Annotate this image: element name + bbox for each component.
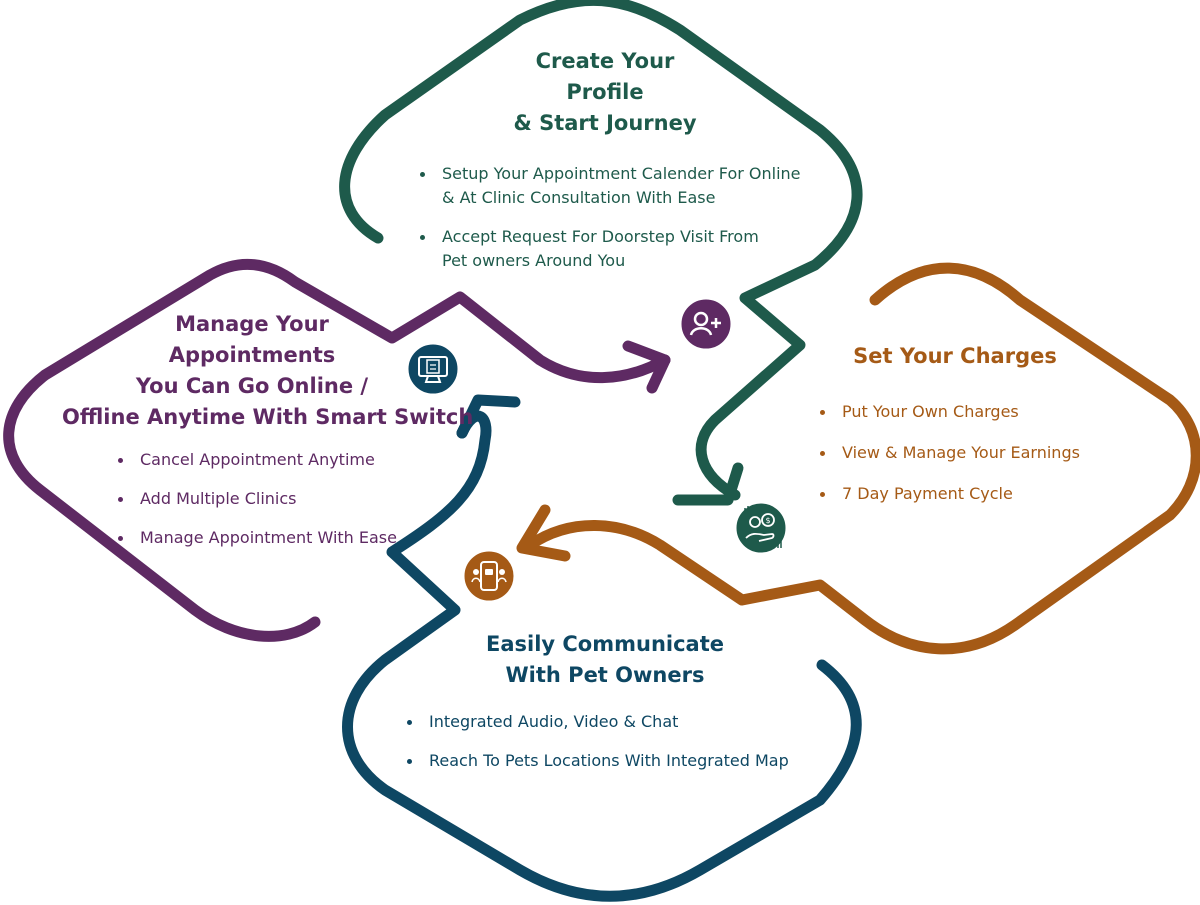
add-user-icon xyxy=(678,296,734,352)
appointments-title: Manage Your Appointments You Can Go Onli… xyxy=(62,309,474,433)
monitor-checklist-icon xyxy=(405,341,461,397)
profile-title-line-2: Profile xyxy=(566,80,644,104)
profile-bullet-2-line-2: Pet owners Around You xyxy=(442,251,626,270)
profile-bullet-2-line-1: Accept Request For Doorstep Visit From xyxy=(442,227,759,246)
profile-bullet-1: Setup Your Appointment Calender For Onli… xyxy=(420,162,820,210)
communicate-title-line-1: Easily Communicate xyxy=(485,632,724,656)
appointments-title-line-4: Offline Anytime With Smart Switch xyxy=(62,405,474,429)
appointments-title-line-1: Manage Your xyxy=(175,312,329,336)
appointments-bullet-3: Manage Appointment With Ease xyxy=(118,526,418,550)
appointments-title-line-2: Appointments xyxy=(168,343,336,367)
profile-loop xyxy=(339,0,863,501)
appointments-bullet-2: Add Multiple Clinics xyxy=(118,487,418,511)
appointments-title-line-3: You Can Go Online / xyxy=(135,374,369,398)
appointments-loop xyxy=(3,258,671,642)
communicate-bullet-2: Reach To Pets Locations With Integrated … xyxy=(407,749,807,773)
profile-title: Create Your Profile & Start Journey xyxy=(485,46,725,139)
profile-bullet-1-line-1: Setup Your Appointment Calender For Onli… xyxy=(442,164,801,183)
communicate-title: Easily Communicate With Pet Owners xyxy=(470,629,740,691)
appointments-bullets: Cancel Appointment Anytime Add Multiple … xyxy=(118,448,418,565)
charges-title: Set Your Charges xyxy=(830,341,1080,372)
hand-coins-icon: $ xyxy=(733,500,789,556)
communicate-bullets: Integrated Audio, Video & Chat Reach To … xyxy=(407,710,807,788)
communicate-loop xyxy=(342,410,862,902)
communicate-bullet-1: Integrated Audio, Video & Chat xyxy=(407,710,807,734)
charges-arrowhead xyxy=(516,504,571,562)
profile-bullet-2: Accept Request For Doorstep Visit From P… xyxy=(420,225,820,273)
charges-title-text: Set Your Charges xyxy=(853,344,1057,368)
charges-bullet-2: View & Manage Your Earnings xyxy=(820,441,1110,465)
charges-loop xyxy=(524,262,1200,655)
charges-bullets: Put Your Own Charges View & Manage Your … xyxy=(820,400,1110,521)
appointments-arrowhead xyxy=(622,340,671,394)
profile-title-line-1: Create Your xyxy=(535,49,675,73)
svg-text:$: $ xyxy=(765,516,770,525)
communicate-arrowhead xyxy=(456,394,521,439)
profile-bullet-1-line-2: & At Clinic Consultation With Ease xyxy=(442,188,716,207)
phone-chat-icon xyxy=(461,548,517,604)
profile-bullets: Setup Your Appointment Calender For Onli… xyxy=(420,162,820,288)
profile-arrowhead xyxy=(672,462,744,506)
charges-bullet-1: Put Your Own Charges xyxy=(820,400,1110,424)
profile-title-line-3: & Start Journey xyxy=(513,111,697,135)
communicate-title-line-2: With Pet Owners xyxy=(505,663,705,687)
charges-bullet-3: 7 Day Payment Cycle xyxy=(820,482,1110,506)
appointments-bullet-1: Cancel Appointment Anytime xyxy=(118,448,418,472)
